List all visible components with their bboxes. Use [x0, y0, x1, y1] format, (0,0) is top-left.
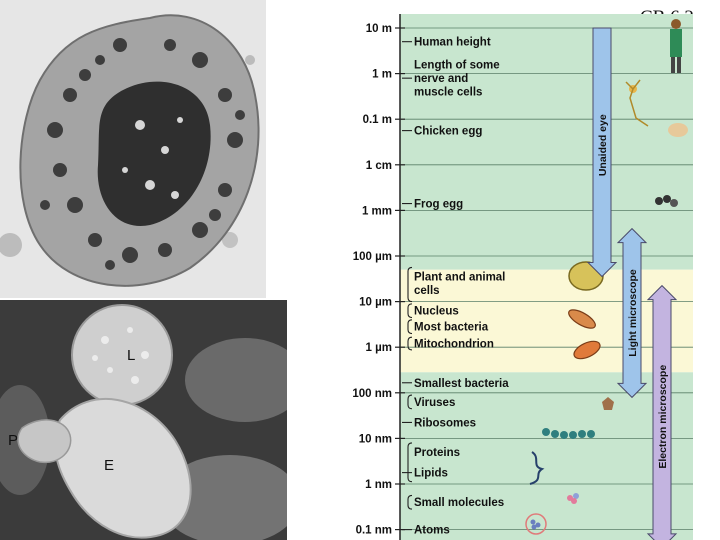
item-bracket-6: [407, 319, 413, 335]
range-label-1: Light microscope: [627, 269, 639, 357]
item-label-7: Mitochondrion: [414, 339, 494, 351]
tick-label-0: 10 m: [366, 23, 392, 35]
tick-label-11: 0.1 nm: [356, 525, 392, 537]
item-label-14: Atoms: [414, 525, 450, 537]
item-label-9: Viruses: [414, 397, 455, 409]
range-arrow-1: [616, 227, 648, 399]
range-arrow-0: [586, 27, 618, 278]
tick-label-8: 100 nm: [352, 388, 392, 400]
scale-ticks: 10 m 1 m 0.1 m 1 cm 1 mm 100 µm 10 µm 1 µm 100 n…: [352, 23, 693, 537]
virus-icon: [602, 397, 614, 410]
sem-micrograph-image: L P E: [0, 300, 287, 540]
tick-label-10: 1 nm: [365, 479, 392, 491]
mitochondrion-icon: [573, 340, 601, 360]
sem-label-e: E: [104, 457, 114, 474]
tick-label-2: 0.1 m: [363, 114, 392, 126]
tick-label-1: 1 m: [372, 69, 392, 81]
atom-icon: [525, 513, 547, 535]
item-bracket-4: [407, 266, 413, 303]
item-label-8: Smallest bacteria: [414, 378, 509, 390]
item-bracket-11: [407, 442, 413, 483]
ribosome-icon: [542, 428, 595, 439]
item-bracket-5: [407, 303, 413, 319]
protein-icon: [529, 451, 545, 485]
size-scale-diagram: 10 m 1 m 0.1 m 1 cm 1 mm 100 µm 10 µm 1 µm 100 n…: [352, 14, 693, 540]
human-figure-icon: [670, 19, 682, 73]
tem-micrograph-image: [0, 0, 266, 298]
tem-micrograph-drawing: [0, 0, 266, 298]
tick-label-9: 10 nm: [359, 433, 392, 445]
chicken-egg-icon: [668, 123, 688, 137]
item-label-13: Small molecules: [414, 497, 504, 509]
tick-label-7: 1 µm: [366, 342, 392, 354]
item-bracket-7: [407, 336, 413, 351]
nerve-cell-icon: [625, 79, 649, 127]
tick-label-4: 1 mm: [362, 205, 392, 217]
sem-micrograph-drawing: L P E: [0, 300, 287, 540]
tick-label-3: 1 cm: [366, 160, 392, 172]
item-label-10: Ribosomes: [414, 417, 476, 429]
tick-label-5: 100 µm: [353, 251, 392, 263]
small-molecule-icon: [567, 493, 579, 504]
range-label-0: Unaided eye: [597, 114, 609, 176]
item-label-0: Human height: [414, 37, 491, 49]
item-bracket-13: [407, 494, 413, 510]
item-label-12: Lipids: [414, 468, 448, 480]
range-arrow-2: [646, 284, 678, 540]
tick-label-6: 10 µm: [359, 297, 392, 309]
sem-label-p: P: [8, 432, 18, 449]
band-lower: [400, 372, 693, 540]
item-bracket-9: [407, 394, 413, 410]
item-label-11: Proteins: [414, 447, 460, 459]
item-label-3: Frog egg: [414, 199, 463, 211]
frog-egg-icon: [655, 195, 678, 207]
item-label-6: Most bacteria: [414, 322, 489, 334]
bacterium-icon: [568, 309, 596, 329]
band-upper: [400, 14, 693, 270]
band-cell: [400, 269, 693, 373]
item-label-2: Chicken egg: [414, 126, 482, 138]
range-label-2: Electron microscope: [657, 365, 669, 469]
sem-label-l: L: [127, 347, 135, 364]
item-label-5: Nucleus: [414, 306, 459, 318]
